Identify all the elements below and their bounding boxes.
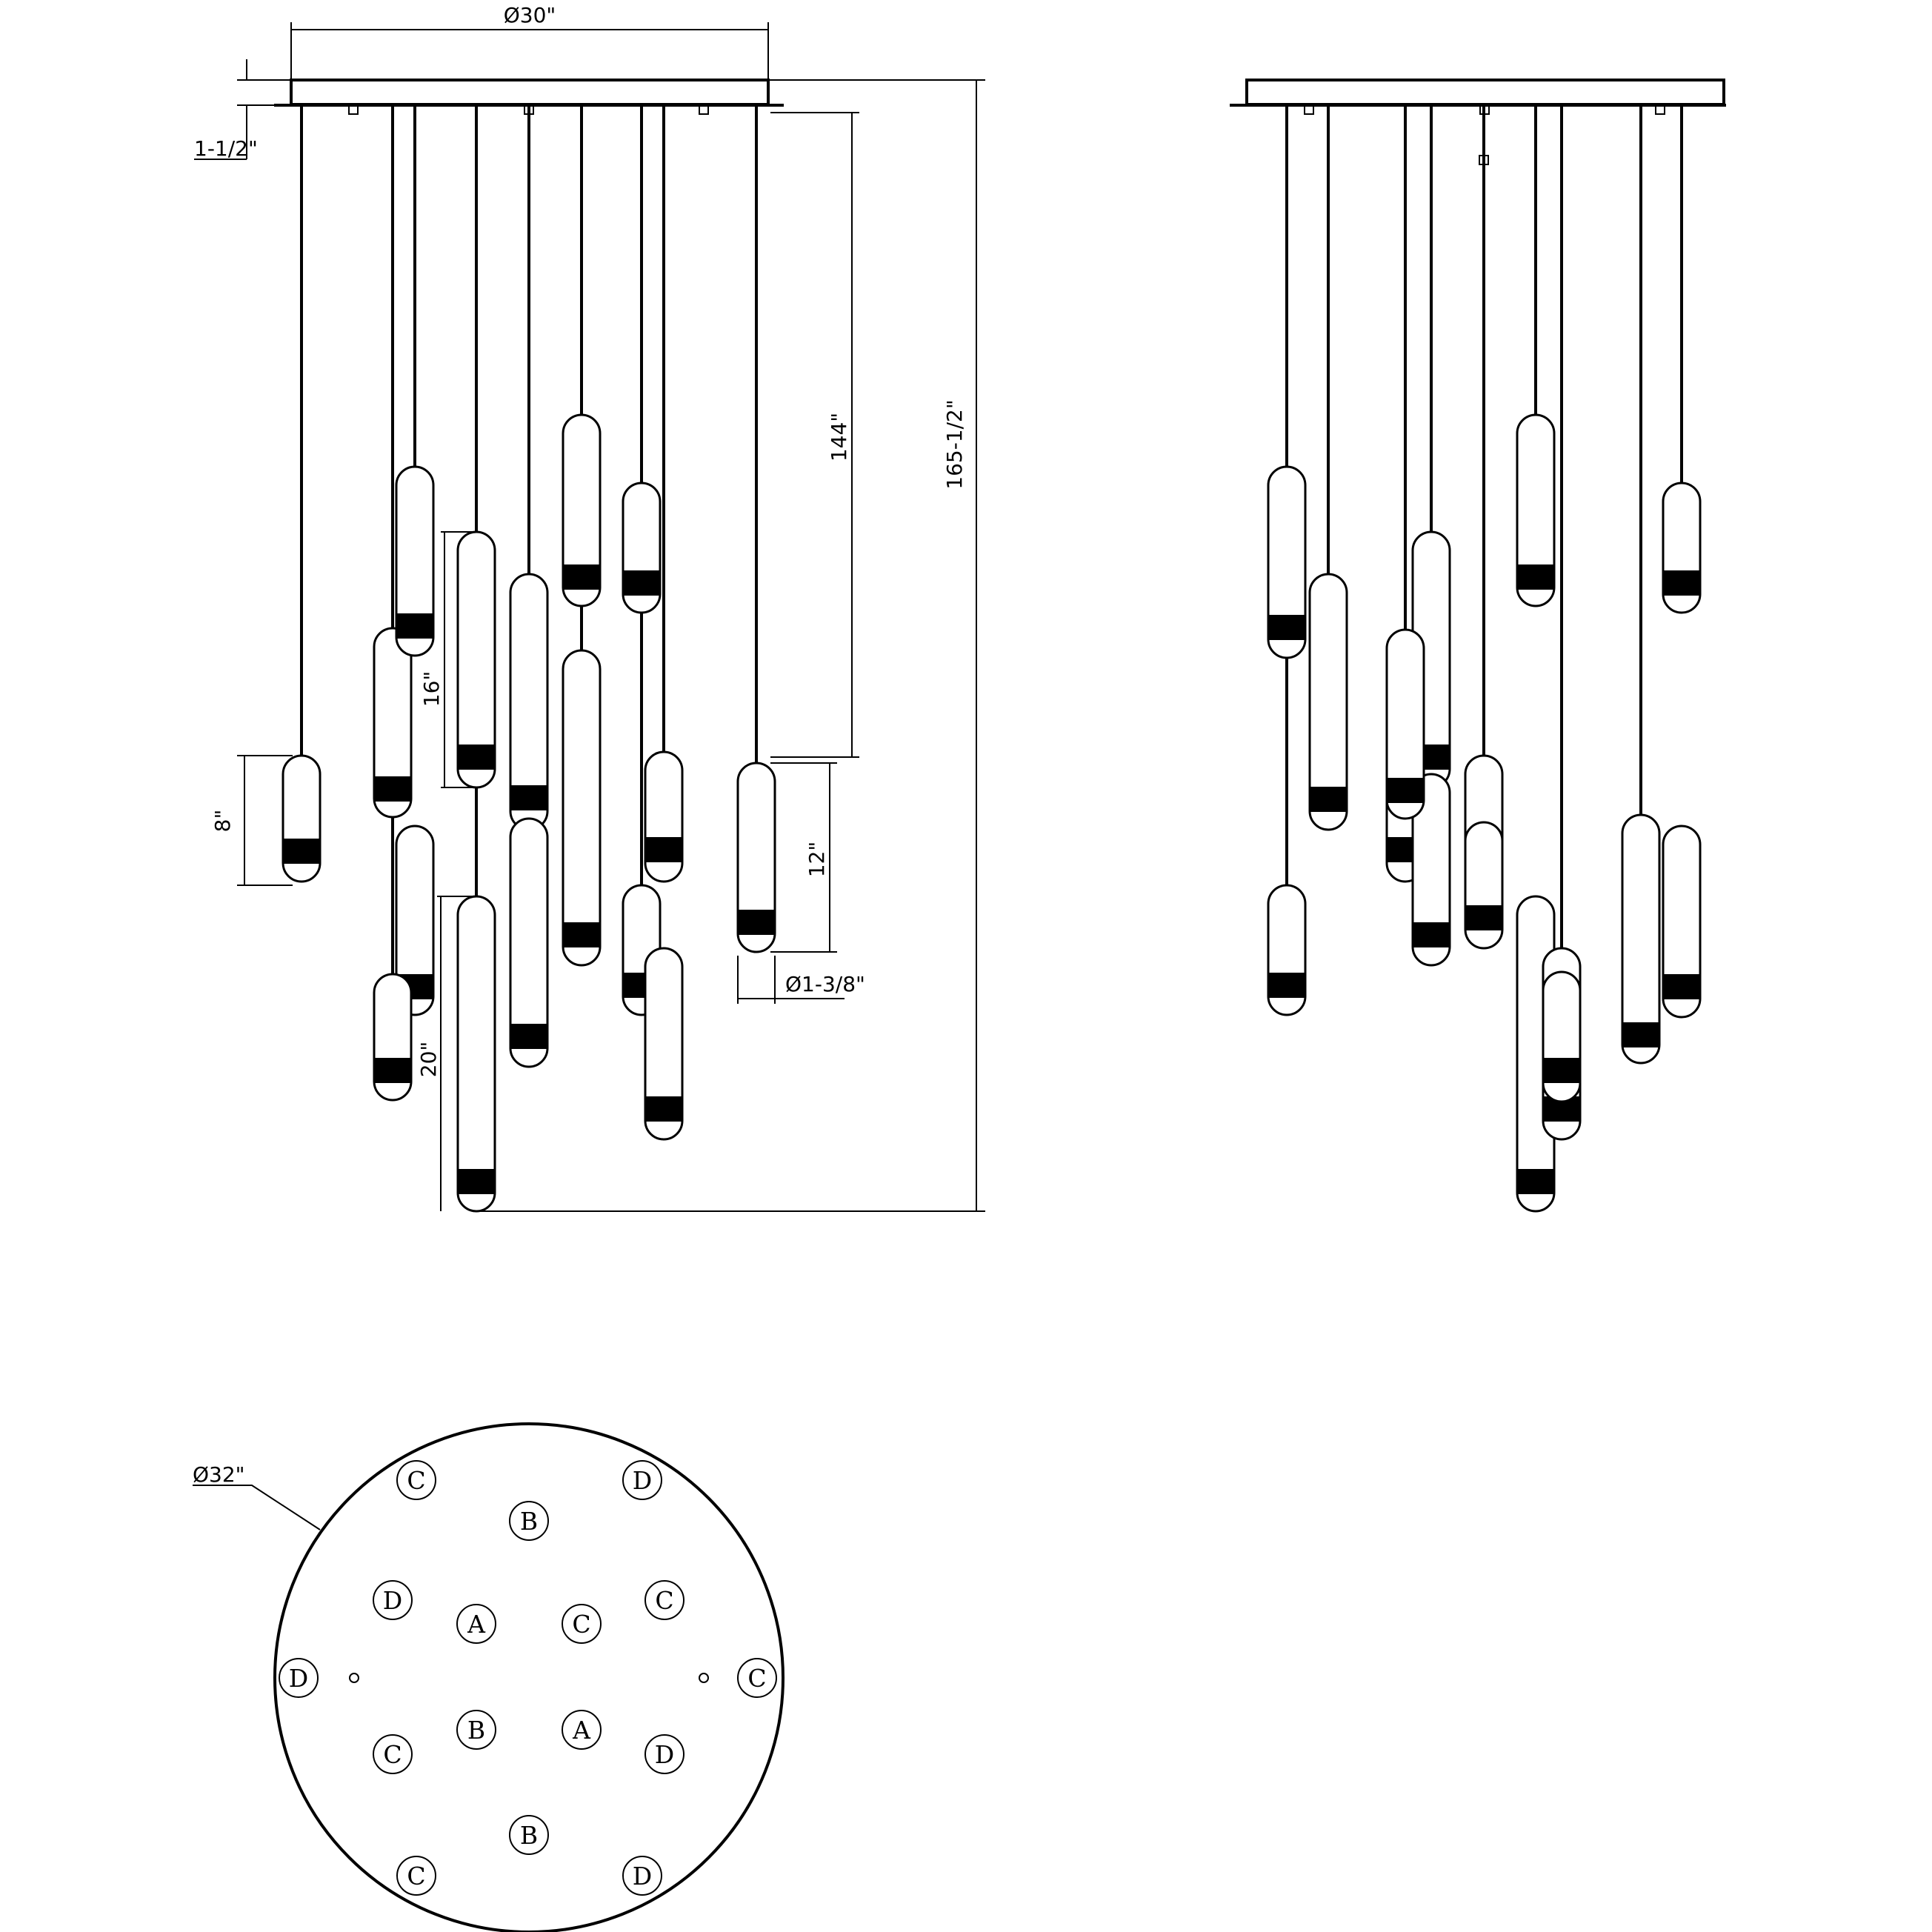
front-pendants xyxy=(282,413,776,1213)
dim-pendant-b: 16" xyxy=(419,531,474,788)
canopy-height-label: 1-1/2" xyxy=(194,136,258,161)
front-cables xyxy=(300,105,758,974)
pendant-d-label: 20" xyxy=(416,1042,441,1078)
canopy-diameter-label: Ø30" xyxy=(504,3,556,27)
svg-text:D: D xyxy=(633,1862,652,1891)
plan-diameter-label: Ø32" xyxy=(193,1462,245,1487)
dim-pendant-d: 20" xyxy=(416,896,474,1211)
plan-view: Ø32" C D B D A C C D C C B A D B C D xyxy=(193,1422,785,1932)
plan-position: B xyxy=(509,1815,549,1855)
plan-position: D xyxy=(622,1856,662,1896)
svg-text:D: D xyxy=(289,1664,308,1693)
svg-text:A: A xyxy=(467,1610,486,1639)
side-elevation xyxy=(1230,79,1726,1213)
plan-position: D xyxy=(279,1658,319,1698)
plan-position: D xyxy=(373,1580,413,1620)
dim-cable-length: 144" xyxy=(770,112,859,758)
dim-pendant-diameter: Ø1-3/8" xyxy=(737,956,865,1004)
plan-position: C xyxy=(396,1856,436,1896)
pendant-diameter-label: Ø1-3/8" xyxy=(785,972,865,996)
svg-text:C: C xyxy=(383,1740,402,1769)
plan-position: A xyxy=(562,1710,602,1750)
svg-text:D: D xyxy=(383,1586,402,1615)
side-canopy xyxy=(1245,79,1725,106)
plan-position: B xyxy=(456,1710,496,1750)
dim-pendant-a: 8" xyxy=(210,755,293,886)
front-canopy xyxy=(290,79,770,106)
svg-text:B: B xyxy=(467,1716,485,1745)
plan-diameter-leader xyxy=(193,1485,321,1530)
svg-text:C: C xyxy=(655,1586,673,1615)
plan-position: C xyxy=(373,1734,413,1774)
dim-pendant-c: 12" xyxy=(770,762,837,953)
plan-positions: C D B D A C C D C C B A D B C D xyxy=(279,1460,777,1896)
plan-position: D xyxy=(644,1734,684,1774)
svg-text:D: D xyxy=(655,1740,674,1769)
plan-canopy-circle xyxy=(273,1422,785,1932)
side-pendants xyxy=(1267,413,1702,1213)
svg-text:D: D xyxy=(633,1466,652,1495)
svg-text:C: C xyxy=(747,1664,766,1693)
front-elevation: Ø30" 1-1/2" 144" 165-1/2" xyxy=(194,3,985,1213)
svg-text:C: C xyxy=(407,1862,425,1891)
plan-position: A xyxy=(456,1604,496,1644)
svg-text:C: C xyxy=(407,1466,425,1495)
svg-text:A: A xyxy=(572,1716,591,1745)
plan-position: D xyxy=(622,1460,662,1500)
pendant-b-label: 16" xyxy=(419,671,444,707)
dim-overall-height: 165-1/2" xyxy=(474,79,985,1212)
overall-height-label: 165-1/2" xyxy=(942,399,967,490)
dim-canopy-height: 1-1/2" xyxy=(194,59,291,161)
plan-position: C xyxy=(737,1658,777,1698)
svg-text:B: B xyxy=(520,1507,538,1536)
svg-text:B: B xyxy=(520,1821,538,1850)
plan-position: C xyxy=(644,1580,684,1620)
side-cables xyxy=(1285,105,1683,948)
svg-text:C: C xyxy=(572,1610,590,1639)
pendant-a-label: 8" xyxy=(210,810,235,833)
plan-position: C xyxy=(562,1604,602,1644)
dim-canopy-diameter: Ø30" xyxy=(290,3,769,80)
pendant-c-label: 12" xyxy=(805,842,829,878)
plan-position: C xyxy=(396,1460,436,1500)
plan-position: B xyxy=(509,1501,549,1541)
cable-length-label: 144" xyxy=(827,413,851,462)
